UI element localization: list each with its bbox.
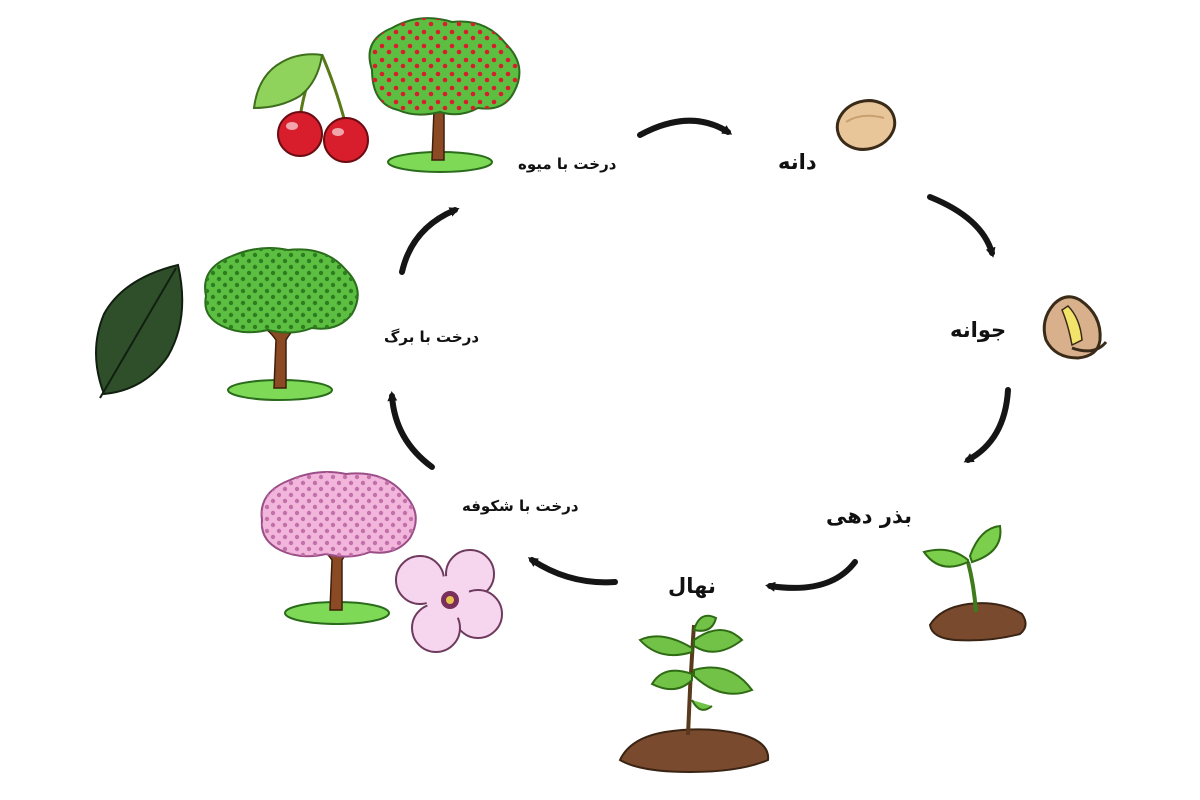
seedling-icon: [922, 524, 1027, 642]
arrow-germination-to-seeding: [963, 387, 1011, 463]
stage-label-seed: دانه: [778, 150, 817, 174]
arrow-seed-to-germination: [927, 194, 996, 258]
stage-label-leaf-tree: درخت با برگ: [384, 328, 480, 346]
cycle-arrows: [387, 117, 1011, 592]
germinating-seed-icon: [1042, 295, 1108, 360]
leaf-tree-icon: [204, 247, 359, 401]
stage-label-seeding: بذر دهی: [826, 504, 912, 528]
fruit-tree-icon: [368, 17, 521, 173]
stage-label-blossom-tree: درخت با شکوفه: [462, 497, 579, 515]
cherry-icon: [252, 53, 369, 163]
arrow-fruit-to-seed: [637, 117, 733, 138]
arrow-sapling-to-blossom: [527, 557, 618, 586]
stage-label-sapling: نهال: [668, 574, 716, 598]
stage-label-fruit-tree: درخت با میوه: [518, 155, 617, 173]
seed-icon: [835, 99, 897, 151]
sapling-icon: [618, 614, 770, 774]
arrow-leaf-to-fruit: [399, 207, 460, 275]
arrow-blossom-to-leaf: [387, 391, 435, 470]
leaf-icon: [95, 263, 184, 399]
blossom-tree-icon: [260, 471, 417, 625]
flower-icon: [395, 549, 503, 653]
stage-label-germination: جوانه: [950, 318, 1007, 342]
arrow-seeding-to-sapling: [765, 559, 858, 592]
